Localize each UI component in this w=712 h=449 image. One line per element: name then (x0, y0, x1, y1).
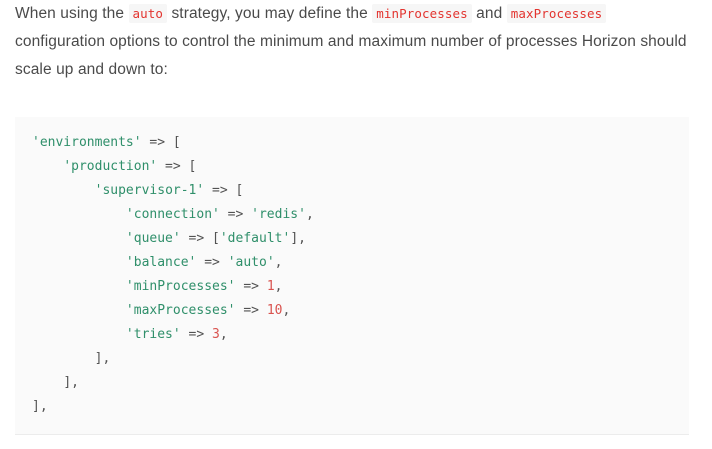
code-token-p: [ (212, 231, 220, 246)
code-line: ], (32, 395, 314, 419)
code-token-num: 3 (212, 327, 220, 342)
code-line: ], (32, 347, 314, 371)
code-token-str: 'supervisor-1' (94, 183, 205, 198)
code-token-p: ], (63, 375, 79, 390)
code-token-op: => (180, 327, 213, 342)
code-token-num: 1 (266, 279, 275, 294)
code-block[interactable]: 'environments' => [ 'production' => [ 's… (15, 117, 689, 435)
code-token-op: => (219, 207, 252, 222)
intro-paragraph: When using the auto strategy, you may de… (15, 0, 695, 84)
inline-code-max-processes: maxProcesses (506, 4, 607, 23)
code-token-p: [ (188, 159, 197, 174)
code-token-op: => (235, 279, 267, 294)
code-token-str: 'redis' (251, 207, 306, 222)
inline-code-min-processes: minProcesses (372, 4, 472, 23)
code-indent (32, 183, 95, 198)
code-indent (32, 351, 95, 366)
intro-text-4: configuration options to control the min… (15, 33, 687, 78)
code-indent (32, 303, 126, 318)
code-indent (32, 255, 126, 270)
code-content: 'environments' => [ 'production' => [ 's… (32, 131, 314, 419)
code-token-op: => (196, 255, 228, 270)
code-line: 'tries' => 3, (32, 323, 314, 347)
code-indent (32, 207, 126, 222)
code-token-p: ], (94, 351, 111, 366)
code-token-op: => (157, 159, 189, 174)
code-indent (32, 327, 126, 342)
code-token-p: ], (290, 231, 306, 246)
code-token-str: 'environments' (32, 135, 142, 150)
code-line: 'environments' => [ (32, 131, 314, 155)
code-indent (32, 279, 126, 294)
code-line: 'connection' => 'redis', (32, 203, 314, 227)
code-line: 'minProcesses' => 1, (32, 275, 314, 299)
code-token-p: [ (235, 183, 244, 198)
code-indent (32, 159, 63, 174)
code-line: 'supervisor-1' => [ (32, 179, 314, 203)
intro-text-3: and (471, 5, 507, 22)
code-token-p: , (219, 327, 228, 342)
code-token-op: => (180, 231, 213, 246)
code-token-p: , (274, 255, 283, 270)
code-token-str: 'queue' (125, 231, 181, 246)
code-token-op: => (235, 303, 267, 318)
code-token-str: 'balance' (125, 255, 197, 270)
code-line: 'production' => [ (32, 155, 314, 179)
code-token-p: ], (32, 399, 48, 414)
intro-text-2: strategy, you may define the (167, 5, 373, 22)
code-token-str: 'production' (63, 159, 158, 174)
code-token-str: 'default' (219, 231, 291, 246)
code-token-p: , (305, 207, 314, 222)
code-token-p: [ (172, 135, 181, 150)
code-line: 'balance' => 'auto', (32, 251, 314, 275)
code-token-str: 'minProcesses' (125, 279, 236, 294)
code-token-str: 'tries' (125, 327, 181, 342)
code-token-str: 'maxProcesses' (125, 303, 236, 318)
code-token-op: => (141, 135, 173, 150)
code-token-op: => (204, 183, 236, 198)
code-indent (32, 231, 126, 246)
code-line: ], (32, 371, 314, 395)
code-token-str: 'connection' (125, 207, 220, 222)
code-line: 'queue' => ['default'], (32, 227, 314, 251)
code-token-p: , (282, 303, 291, 318)
code-token-num: 10 (266, 303, 283, 318)
code-indent (32, 375, 63, 390)
intro-text-1: When using the (15, 5, 129, 22)
code-token-p: , (274, 279, 283, 294)
inline-code-auto: auto (128, 4, 168, 23)
code-token-str: 'auto' (227, 255, 275, 270)
code-line: 'maxProcesses' => 10, (32, 299, 314, 323)
